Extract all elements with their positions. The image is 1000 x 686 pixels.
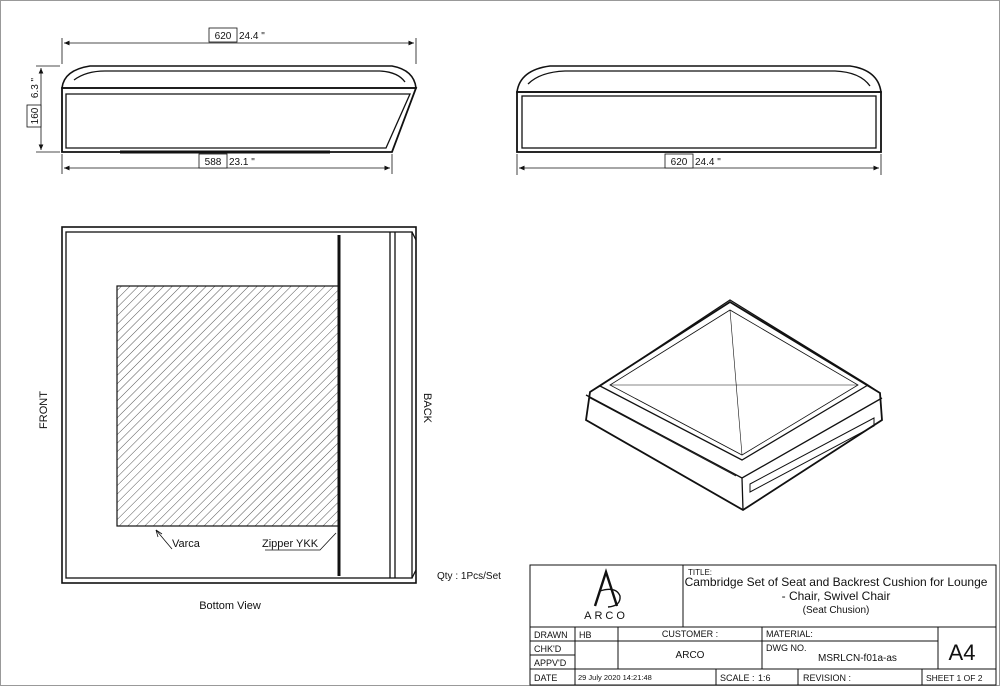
drawn-value: HB (579, 630, 592, 640)
drawn-label: DRAWN (534, 630, 568, 640)
side-view (61, 65, 418, 154)
logo-text: ARCO (584, 610, 628, 622)
qty-label: Qty : 1Pcs/Set (437, 571, 501, 582)
revision-label: REVISION : (803, 673, 851, 683)
customer-value: ARCO (676, 650, 705, 661)
scale-label: SCALE : (720, 673, 755, 683)
title-line-3: (Seat Chusion) (803, 605, 870, 616)
isometric-view (585, 299, 883, 512)
side-width-mm: 620 (215, 31, 232, 42)
title-label: TITLE: (688, 568, 712, 577)
zipper-label: Zipper YKK (262, 538, 319, 550)
back-label: BACK (421, 393, 433, 424)
appvd-label: APPV'D (534, 658, 567, 668)
bottom-view (61, 226, 417, 584)
side-view-dimensions (26, 27, 417, 174)
dwg-label: DWG NO. (766, 643, 807, 653)
date-label: DATE (534, 673, 557, 683)
chkd-label: CHK'D (534, 644, 562, 654)
front-label: FRONT (38, 391, 50, 429)
dwg-value: MSRLCN-f01a-as (818, 653, 897, 664)
material-label: MATERIAL: (766, 629, 813, 639)
scale-value: 1:6 (758, 673, 771, 683)
sheet-size: A4 (949, 640, 976, 665)
side-height-mm: 160 (30, 107, 41, 124)
bottom-view-label: Bottom View (199, 600, 261, 612)
side-height-in: 6.3 " (30, 77, 41, 98)
arco-logo (593, 568, 621, 608)
front-width-in: 24.4 " (695, 157, 721, 168)
varca-label: Varca (172, 538, 201, 550)
date-value: 29 July 2020 14:21:48 (578, 673, 652, 682)
front-view (516, 65, 882, 153)
title-line-1: Cambridge Set of Seat and Backrest Cushi… (685, 575, 988, 589)
front-width-mm: 620 (671, 157, 688, 168)
customer-label: CUSTOMER : (662, 629, 718, 639)
side-bottom-mm: 588 (205, 157, 222, 168)
title-line-2: - Chair, Swivel Chair (782, 589, 891, 603)
sheet-number: SHEET 1 OF 2 (926, 673, 983, 683)
bottom-view-leaders (155, 529, 337, 551)
front-view-dimensions (516, 153, 882, 175)
side-bottom-in: 23.1 " (229, 157, 255, 168)
side-width-in: 24.4 " (239, 31, 265, 42)
title-block (529, 564, 997, 686)
